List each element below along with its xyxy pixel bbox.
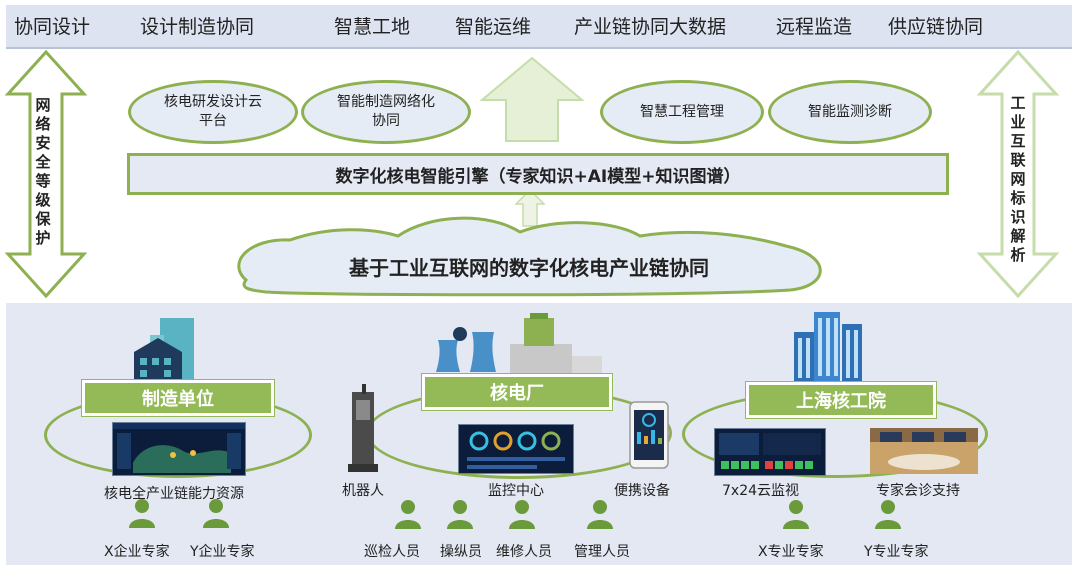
- cloud-shape: [237, 216, 822, 297]
- plant-label-text: 核电厂: [490, 383, 544, 404]
- person-caption-manager: 管理人员: [574, 544, 630, 560]
- person-caption-maintenance: 维修人员: [496, 544, 552, 560]
- app-label-monitoring: 智能监测诊断: [808, 103, 892, 120]
- left-arrow-label-box: 网络安全等级保护: [34, 96, 52, 248]
- engine-label: 数字化核电智能引擎（专家知识+AI模型+知识图谱）: [335, 166, 741, 187]
- manufacturer-label-text: 制造单位: [142, 389, 214, 410]
- person-caption-x-specialist: X专业专家: [758, 544, 824, 560]
- app-label-rd-cloud: 核电研发设计云平台: [164, 94, 262, 129]
- person-caption-y-enterprise: Y企业专家: [190, 544, 255, 560]
- app-oval-monitoring[interactable]: 智能监测诊断: [768, 80, 932, 144]
- nav-item-smart-operations[interactable]: 智能运维: [455, 16, 532, 38]
- nuclear-plant-icon: [436, 313, 602, 374]
- intelligent-engine-bar: 数字化核电智能引擎（专家知识+AI模型+知识图谱）: [127, 153, 949, 195]
- monitoring-center-graphic: [467, 431, 565, 469]
- app-oval-rd-cloud[interactable]: 核电研发设计云平台: [128, 80, 298, 144]
- person-icon-y-specialist: [875, 500, 901, 529]
- robot-caption: 机器人: [342, 483, 384, 499]
- consultation-room-graphic: [870, 428, 978, 470]
- left-double-arrow: [4, 49, 88, 299]
- nav-item-design-manufacturing[interactable]: 设计制造协同: [140, 16, 255, 38]
- cloud-monitor-screen: [714, 428, 826, 476]
- monitoring-center-caption: 监控中心: [488, 483, 544, 499]
- portable-device-icon: [629, 401, 669, 469]
- consultation-caption: 专家会诊支持: [876, 483, 960, 499]
- institute-towers-icon: [794, 312, 862, 382]
- app-oval-engineering[interactable]: 智慧工程管理: [600, 80, 764, 144]
- portable-device-caption: 便携设备: [614, 483, 670, 499]
- person-icon-y-enterprise: [203, 499, 229, 528]
- person-icon-x-enterprise: [129, 499, 155, 528]
- manufacturer-label: 制造单位: [82, 380, 274, 416]
- institute-label-text: 上海核工院: [796, 391, 886, 412]
- nav-item-remote-supervision[interactable]: 远程监造: [776, 16, 853, 38]
- app-label-engineering: 智慧工程管理: [640, 103, 724, 120]
- right-double-arrow: [976, 49, 1060, 299]
- robot-icon: [348, 384, 378, 472]
- person-icon-manager: [587, 500, 613, 529]
- person-caption-inspector: 巡检人员: [364, 544, 420, 560]
- person-icon-inspector: [395, 500, 421, 529]
- resource-map-graphic: [113, 423, 245, 473]
- nav-item-collaborative-design[interactable]: 协同设计: [14, 16, 91, 38]
- center-up-arrow: [479, 56, 585, 142]
- cloud-monitor-caption: 7x24云监视: [722, 483, 800, 499]
- left-arrow-label: 网络安全等级保护: [35, 96, 51, 247]
- nav-item-industry-big-data[interactable]: 产业链协同大数据: [574, 16, 727, 38]
- person-icon-x-specialist: [783, 500, 809, 529]
- monitoring-center-screen: [458, 424, 574, 474]
- right-arrow-label-box: 工业互联网标识解析: [1009, 94, 1027, 265]
- cloud-title: 基于工业互联网的数字化核电产业链协同: [349, 256, 709, 280]
- app-label-smart-manufacturing: 智能制造网络化协同: [337, 94, 435, 129]
- plant-label: 核电厂: [422, 374, 612, 410]
- person-caption-operator: 操纵员: [440, 544, 482, 560]
- cloud-monitor-graphic: [719, 433, 821, 469]
- nav-item-supply-chain[interactable]: 供应链协同: [888, 16, 984, 38]
- resource-caption: 核电全产业链能力资源: [104, 486, 244, 502]
- consultation-room-photo: [870, 428, 978, 474]
- person-icon-operator: [447, 500, 473, 529]
- top-navigation-bar: [6, 5, 1072, 49]
- resource-dashboard-screen: [112, 422, 246, 476]
- engine-up-arrow: [514, 188, 546, 227]
- app-oval-smart-manufacturing[interactable]: 智能制造网络化协同: [301, 80, 471, 144]
- person-icon-maintenance: [509, 500, 535, 529]
- person-caption-x-enterprise: X企业专家: [104, 544, 170, 560]
- person-caption-y-specialist: Y专业专家: [864, 544, 929, 560]
- institute-label: 上海核工院: [746, 382, 936, 418]
- nav-item-smart-site[interactable]: 智慧工地: [334, 16, 411, 38]
- right-arrow-label: 工业互联网标识解析: [1010, 94, 1026, 264]
- manufacturer-building-icon: [134, 318, 194, 382]
